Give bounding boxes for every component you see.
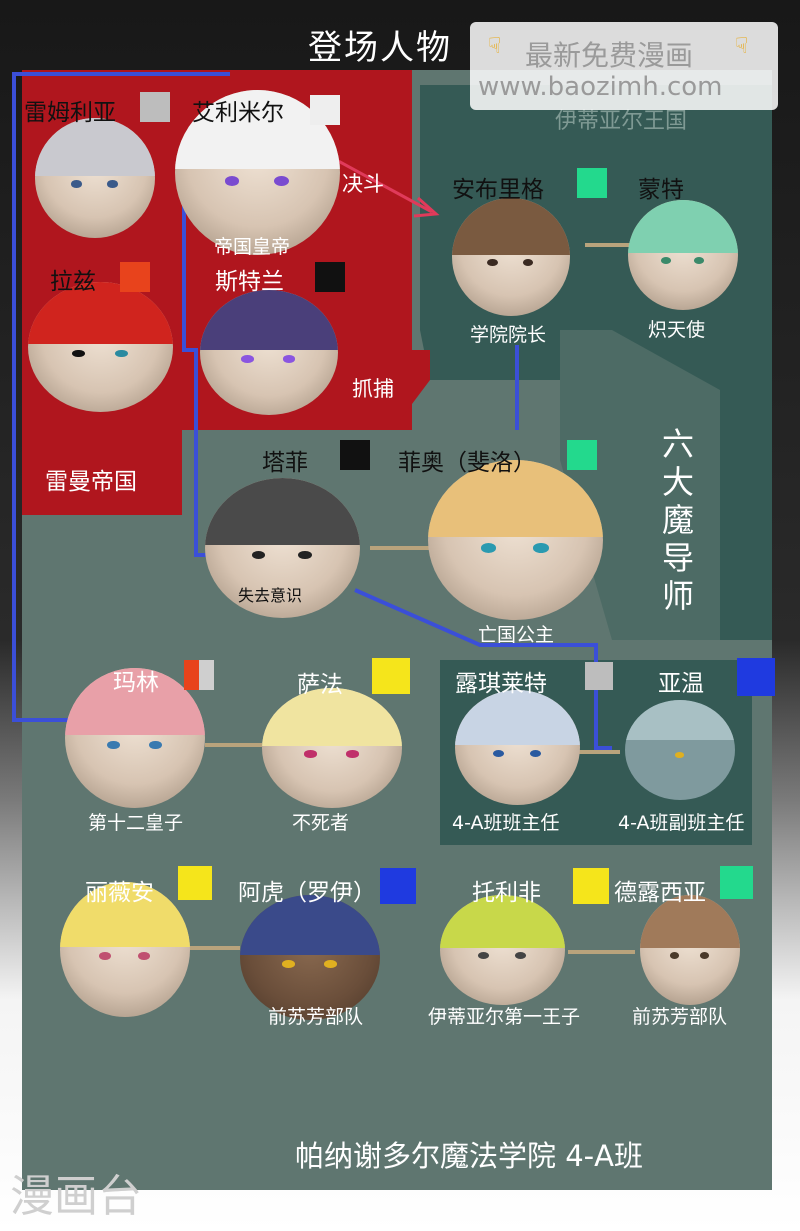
portrait-tafei — [205, 478, 360, 618]
portrait-remuria — [35, 118, 155, 238]
caption-toli: 伊蒂亚尔第一王子 — [428, 1006, 581, 1028]
blue-link-tafei-lucilet — [354, 588, 612, 750]
name-yawen: 亚温 — [658, 671, 704, 697]
capture-arrow — [330, 290, 430, 420]
name-toli: 托利非 — [472, 880, 541, 906]
kingdom-label: 伊蒂亚尔王国 — [555, 109, 688, 134]
duel-label: 决斗 — [342, 172, 384, 196]
portrait-lucilet — [455, 690, 580, 805]
corner-logo: 漫画台 — [10, 1171, 142, 1222]
pointing-hand-icon-right: ☟ — [735, 34, 749, 59]
name-lucilet: 露琪莱特 — [455, 671, 547, 697]
capture-label: 抓捕 — [352, 377, 394, 401]
swatch-strand — [315, 262, 345, 292]
page-title: 登场人物 — [308, 28, 452, 68]
name-ahu: 阿虎（罗伊） — [238, 880, 376, 906]
swatch-yawen — [737, 658, 775, 696]
caption-sapha: 不死者 — [292, 812, 350, 834]
caption-lucilet: 4-A班班主任 — [452, 812, 560, 834]
empire-label: 雷曼帝国 — [45, 469, 137, 495]
name-ambrig: 安布里格 — [452, 177, 544, 203]
portrait-deluxia — [640, 895, 740, 1005]
portrait-sapha — [262, 688, 402, 808]
swatch-feo — [567, 440, 597, 470]
swatch-marin-secondary — [199, 660, 214, 690]
swatch-sapha — [372, 658, 410, 694]
name-monte: 蒙特 — [638, 177, 684, 203]
watermark-text: 最新免费漫画 — [525, 39, 694, 72]
pointing-hand-icon: ☟ — [488, 34, 502, 59]
name-remuria: 雷姆利亚 — [24, 100, 116, 126]
caption-elimir: 帝国皇帝 — [214, 236, 291, 258]
portrait-feo — [428, 460, 603, 620]
swatch-lazi — [120, 262, 150, 292]
caption-yawen: 4-A班副班主任 — [618, 812, 745, 834]
swatch-marin — [184, 660, 199, 690]
swatch-remuria — [140, 92, 170, 122]
name-tafei: 塔菲 — [262, 450, 308, 476]
six-mages-label: 六大魔导师 — [662, 425, 695, 615]
name-deluxia: 德露西亚 — [614, 880, 706, 906]
portrait-toli — [440, 895, 565, 1005]
name-feo: 菲奥（斐洛） — [398, 450, 536, 476]
portrait-ambrig — [452, 198, 570, 316]
caption-ahu: 前苏芳部队 — [268, 1006, 364, 1028]
name-lazi: 拉兹 — [50, 269, 96, 295]
swatch-tafei — [340, 440, 370, 470]
portrait-monte — [628, 200, 738, 310]
caption-deluxia: 前苏芳部队 — [632, 1006, 728, 1028]
portrait-lazi — [28, 282, 173, 412]
name-sapha: 萨法 — [297, 672, 343, 698]
portrait-strand — [200, 290, 338, 415]
swatch-elimir — [310, 95, 340, 125]
unconscious-label: 失去意识 — [238, 586, 303, 605]
watermark-url: www.baozimh.com — [478, 72, 723, 102]
caption-ambrig: 学院院长 — [470, 324, 547, 346]
name-marin: 玛林 — [113, 670, 159, 696]
six-mages-band — [560, 330, 720, 640]
swatch-ambrig — [577, 168, 607, 198]
swatch-deluxia — [720, 866, 753, 899]
portrait-marin — [65, 668, 205, 808]
caption-feo: 亡国公主 — [478, 624, 555, 646]
portrait-liwei — [60, 882, 190, 1017]
duel-arrowhead — [413, 196, 440, 218]
blue-link-remuria-marin — [12, 72, 230, 722]
watermark-box — [470, 22, 778, 110]
caption-marin: 第十二皇子 — [88, 812, 184, 834]
caption-monte: 炽天使 — [648, 319, 706, 341]
portrait-yawen — [625, 700, 735, 800]
academy-label: 帕纳谢多尔魔法学院 4-A班 — [295, 1139, 643, 1173]
portrait-ahu — [240, 895, 380, 1020]
name-elimir: 艾利米尔 — [192, 100, 284, 126]
swatch-ahu — [380, 868, 416, 904]
name-liwei: 丽薇安 — [85, 880, 154, 906]
swatch-toli — [573, 868, 609, 904]
swatch-lucilet — [585, 662, 613, 690]
name-strand: 斯特兰 — [215, 269, 284, 295]
swatch-liwei — [178, 866, 212, 900]
